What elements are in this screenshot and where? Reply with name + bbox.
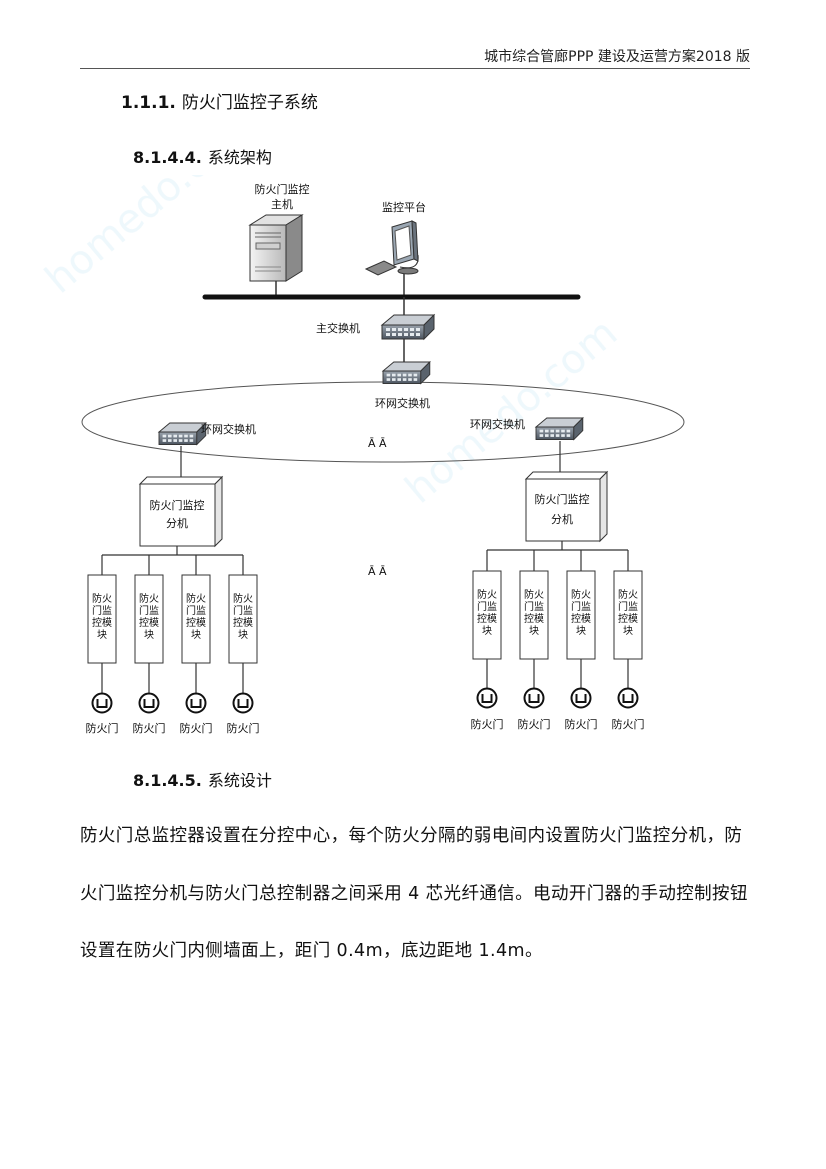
fire-door-label: 防火门: [180, 721, 213, 735]
module-label: 控模: [233, 616, 253, 629]
monitor-module: [134, 574, 164, 664]
subsection-title: 系统设计: [207, 771, 272, 790]
fire-door-icon: [617, 687, 639, 709]
module-label: 防火: [139, 592, 159, 605]
module-label: 防火: [524, 588, 544, 601]
sub-host-left-line1: 防火门监控: [150, 498, 205, 512]
ring-switch-left-label: 环网交换机: [201, 422, 256, 436]
module-label: 控模: [186, 616, 206, 629]
monitor-module: [519, 570, 549, 660]
module-label: 防火: [571, 588, 591, 601]
page-header: 城市综合管廊PPP 建设及运营方案2018 版: [484, 49, 750, 65]
ring-switch-right-icon: [535, 417, 584, 441]
module-label: 块: [529, 625, 539, 637]
module-label: 块: [576, 625, 586, 637]
module-label: 防火: [186, 592, 206, 605]
monitor-module: [566, 570, 596, 660]
fire-door-icon: [570, 687, 592, 709]
module-label: 门监: [186, 604, 206, 617]
main-switch-label: 主交换机: [316, 321, 360, 335]
ring-switch-icon: [382, 361, 431, 385]
architecture-diagram: homedo.com homedo.com 防火门监控 主机 监控平台 主交换机…: [37, 175, 685, 735]
svg-text:homedo.com: homedo.com: [37, 175, 266, 303]
section-title: 防火门监控子系统: [181, 93, 318, 113]
sub-host-left-line2: 分机: [166, 516, 188, 530]
fire-door-label: 防火门: [227, 721, 260, 735]
fire-door-icon: [523, 687, 545, 709]
server-icon: [248, 214, 304, 282]
subsection-heading-architecture: 8.1.4.4. 系统架构: [133, 144, 272, 168]
module-label: 块: [97, 629, 107, 641]
fire-door-icon: [185, 692, 207, 714]
fire-door-label: 防火门: [518, 717, 551, 731]
subsection-number: 8.1.4.4.: [133, 148, 202, 167]
module-label: 控模: [571, 612, 591, 625]
subsection-heading-design: 8.1.4.5. 系统设计: [133, 767, 272, 791]
computer-icon: [364, 220, 419, 276]
fire-door-label: 防火门: [565, 717, 598, 731]
fire-door-icon: [91, 692, 113, 714]
module-label: 门监: [233, 604, 253, 617]
module-label: 门监: [571, 600, 591, 613]
module-label: 控模: [524, 612, 544, 625]
sub-host-left: [138, 475, 224, 548]
body-paragraph: 防火门总监控器设置在分控中心，每个防火分隔的弱电间内设置防火门监控分机，防火门监…: [80, 826, 748, 961]
subsection-number: 8.1.4.5.: [133, 771, 202, 790]
monitor-module: [228, 574, 258, 664]
module-label: 块: [238, 629, 248, 641]
fire-door-icon: [138, 692, 160, 714]
monitor-module: [472, 570, 502, 660]
ring-ellipsis: Ā Ā: [368, 437, 387, 450]
module-label: 防火: [92, 592, 112, 605]
main-switch-icon: [381, 314, 435, 340]
host-label-line2: 主机: [271, 197, 293, 211]
module-label: 控模: [618, 612, 638, 625]
module-label: 块: [623, 625, 633, 637]
module-label: 块: [482, 625, 492, 637]
ring-switch-label: 环网交换机: [375, 396, 430, 410]
module-label: 防火: [477, 588, 497, 601]
sub-host-right-line1: 防火门监控: [535, 492, 590, 506]
sub-host-right-line2: 分机: [551, 512, 573, 526]
module-label: 门监: [524, 600, 544, 613]
module-label: 控模: [92, 616, 112, 629]
section-heading: 1.1.1.防火门监控子系统: [121, 88, 318, 113]
monitor-module: [181, 574, 211, 664]
module-label: 防火: [233, 592, 253, 605]
middle-ellipsis: Ā Ā: [368, 565, 387, 578]
module-label: 门监: [477, 600, 497, 613]
module-label: 块: [191, 629, 201, 641]
watermark: homedo.com homedo.com: [37, 175, 626, 513]
fire-door-icon: [232, 692, 254, 714]
module-label: 控模: [139, 616, 159, 629]
fire-door-label: 防火门: [86, 721, 119, 735]
module-label: 防火: [618, 588, 638, 601]
platform-label: 监控平台: [382, 200, 426, 214]
ring-network: [81, 381, 685, 463]
fire-door-label: 防火门: [612, 717, 645, 731]
module-label: 门监: [92, 604, 112, 617]
section-number: 1.1.1.: [121, 93, 176, 113]
subsection-title: 系统架构: [207, 148, 272, 167]
ring-switch-left-icon: [158, 422, 207, 446]
module-label: 门监: [618, 600, 638, 613]
fire-door-label: 防火门: [471, 717, 504, 731]
module-label: 门监: [139, 604, 159, 617]
host-label-line1: 防火门监控: [255, 182, 310, 196]
module-label: 块: [144, 629, 154, 641]
fire-door-icon: [476, 687, 498, 709]
ring-switch-right-label: 环网交换机: [470, 417, 525, 431]
fire-door-label: 防火门: [133, 721, 166, 735]
module-label: 控模: [477, 612, 497, 625]
header-divider: [80, 68, 750, 69]
sub-host-right: [524, 470, 609, 543]
